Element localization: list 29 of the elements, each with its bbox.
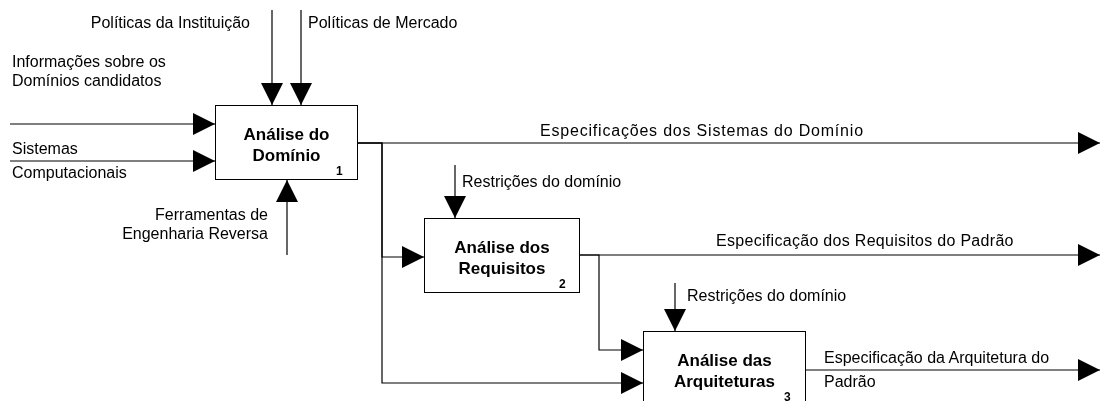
arrow bbox=[9, 150, 216, 172]
arrow-label: Políticas de Mercado bbox=[308, 13, 458, 32]
activity-name: Análise das Arquiteturas bbox=[672, 350, 777, 392]
activity-number: 2 bbox=[559, 277, 566, 291]
arrow-label: Especificação da Arquitetura do Padrão bbox=[824, 348, 1051, 392]
arrow bbox=[664, 282, 686, 332]
arrow bbox=[261, 9, 283, 106]
activity-name: Análise dos Requisitos bbox=[453, 237, 551, 279]
arrow-label: Especificações dos Sistemas do Domínio bbox=[540, 121, 864, 140]
arrow-label: Sistemas Computacionais bbox=[12, 139, 128, 183]
arrow bbox=[805, 359, 1101, 381]
arrow-label: Especificação dos Requisitos do Padrão bbox=[716, 231, 1014, 250]
arrow-label: Informações sobre os Domínios candidatos bbox=[12, 52, 167, 90]
arrow-label: Restrições do domínio bbox=[687, 286, 847, 305]
activity-number: 1 bbox=[336, 164, 343, 178]
activity-name: Análise do Domínio bbox=[242, 124, 331, 166]
arrow bbox=[276, 179, 298, 256]
activity-box bbox=[424, 218, 580, 293]
arrow bbox=[444, 164, 466, 219]
arrow bbox=[9, 113, 216, 135]
arrow bbox=[579, 254, 644, 361]
activity-box bbox=[643, 331, 806, 401]
activity-number: 3 bbox=[784, 390, 791, 401]
arrow bbox=[357, 142, 644, 394]
arrow-label: Ferramentas de Engenharia Reversa bbox=[121, 205, 268, 243]
arrow-label: Políticas da Instituição bbox=[90, 13, 250, 32]
arrow-label: Restrições do domínio bbox=[462, 172, 622, 191]
arrow bbox=[290, 9, 312, 106]
activity-box bbox=[215, 105, 358, 180]
